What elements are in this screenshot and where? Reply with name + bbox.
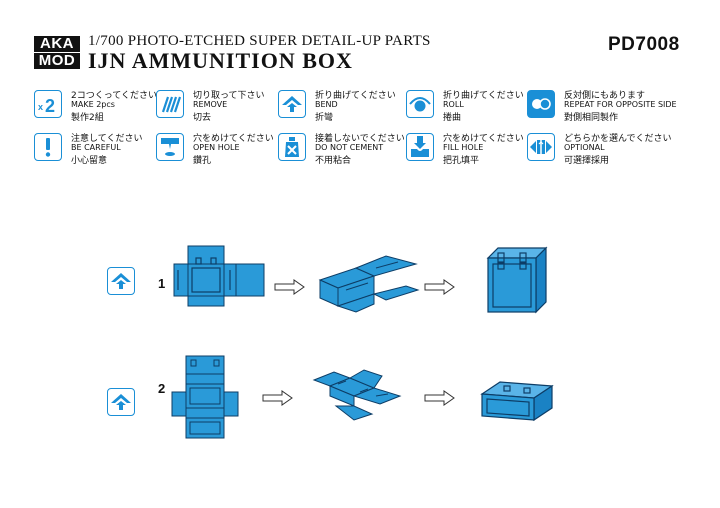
step-1-flat-part [173,245,265,307]
step-2-flat-part [171,355,239,439]
step-2-number: 2 [158,381,166,396]
legend-jp: 穴をめけてください [443,134,524,144]
legend-item-bend: 折り曲げてください BEND 折彎 [278,90,398,126]
cut-icon [156,90,184,118]
legend-jp: 2コつくってください [71,91,158,101]
logo-bottom-text: MOD [34,53,80,69]
step-1-arrow-b [424,279,455,295]
step-1-number: 1 [158,276,166,291]
step-2-arrow-b [424,390,455,406]
step-1-arrow-a [274,279,305,295]
step-2-assembled-box [480,381,554,422]
step-2-folding-part [312,369,402,421]
svg-text:x: x [38,102,43,112]
legend-en: DO NOT CEMENT [315,143,384,152]
legend-item-repeat: 反対側にもあります REPEAT FOR OPPOSITE SIDE 對側相同製… [527,90,677,126]
legend-en: BE CAREFUL [71,143,121,152]
legend-zh: 對側相同製作 [564,113,619,123]
legend-zh: 折彎 [315,113,334,123]
legend-item-fill-hole: 穴をめけてください FILL HOLE 把孔填平 [406,133,526,169]
legend-en: OPTIONAL [564,143,605,152]
legend-en: BEND [315,100,338,109]
legend-jp: 注意してください [71,134,143,144]
legend-jp: 折り曲げてください [315,91,396,101]
legend-en: REMOVE [193,100,228,109]
step-2-arrow-a [262,390,293,406]
legend-item-remove: 切り取って下さい REMOVE 切去 [156,90,276,126]
fill-hole-icon [406,133,434,161]
legend-zh: 可選擇採用 [564,156,610,166]
step-1-folding-part [318,255,420,313]
legend-jp: 折り曲げてください [443,91,524,101]
step-1-bend-icon [107,267,135,295]
repeat-icon [527,90,555,118]
logo-top-text: AKA [34,36,80,52]
legend-en: OPEN HOLE [193,143,240,152]
drill-icon [156,133,184,161]
legend-en: ROLL [443,100,464,109]
legend-jp: どちらかを選んでください [564,134,672,144]
legend-item-optional: どちらかを選んでください OPTIONAL 可選擇採用 [527,133,672,169]
legend-jp: 穴をめけてください [193,134,274,144]
legend-jp: 反対側にもあります [564,91,646,101]
product-subtitle: 1/700 PHOTO-ETCHED SUPER DETAIL-UP PARTS [88,33,431,49]
product-title: IJN AMMUNITION BOX [88,48,353,73]
legend-en: REPEAT FOR OPPOSITE SIDE [564,100,677,109]
legend-zh: 鑽孔 [193,156,212,166]
step-1-assembled-box [486,246,548,314]
legend-jp: 切り取って下さい [193,91,265,101]
akamod-logo: AKA MOD [34,36,80,69]
optional-icon [527,133,555,161]
roll-icon [406,90,434,118]
no-cement-icon [278,133,306,161]
legend-zh: 捲曲 [443,113,462,123]
legend-zh: 製作2組 [71,113,104,123]
legend-item-roll: 折り曲げてください ROLL 捲曲 [406,90,526,126]
legend-jp: 接着しないでください [315,134,405,144]
legend-zh: 切去 [193,113,212,123]
legend-zh: 不用粘合 [315,156,352,166]
step-2-bend-icon [107,388,135,416]
legend-item-open-hole: 穴をめけてください OPEN HOLE 鑽孔 [156,133,276,169]
legend-item-careful: 注意してください BE CAREFUL 小心留意 [34,133,154,169]
legend-zh: 把孔填平 [443,156,480,166]
legend-en: FILL HOLE [443,143,484,152]
product-code: PD7008 [608,34,680,55]
legend-item-no-cement: 接着しないでください DO NOT CEMENT 不用粘合 [278,133,405,169]
bend-icon [278,90,306,118]
legend-en: MAKE 2pcs [71,100,115,109]
svg-text:2: 2 [45,96,55,116]
legend-zh: 小心留意 [71,156,108,166]
exclamation-icon [34,133,62,161]
